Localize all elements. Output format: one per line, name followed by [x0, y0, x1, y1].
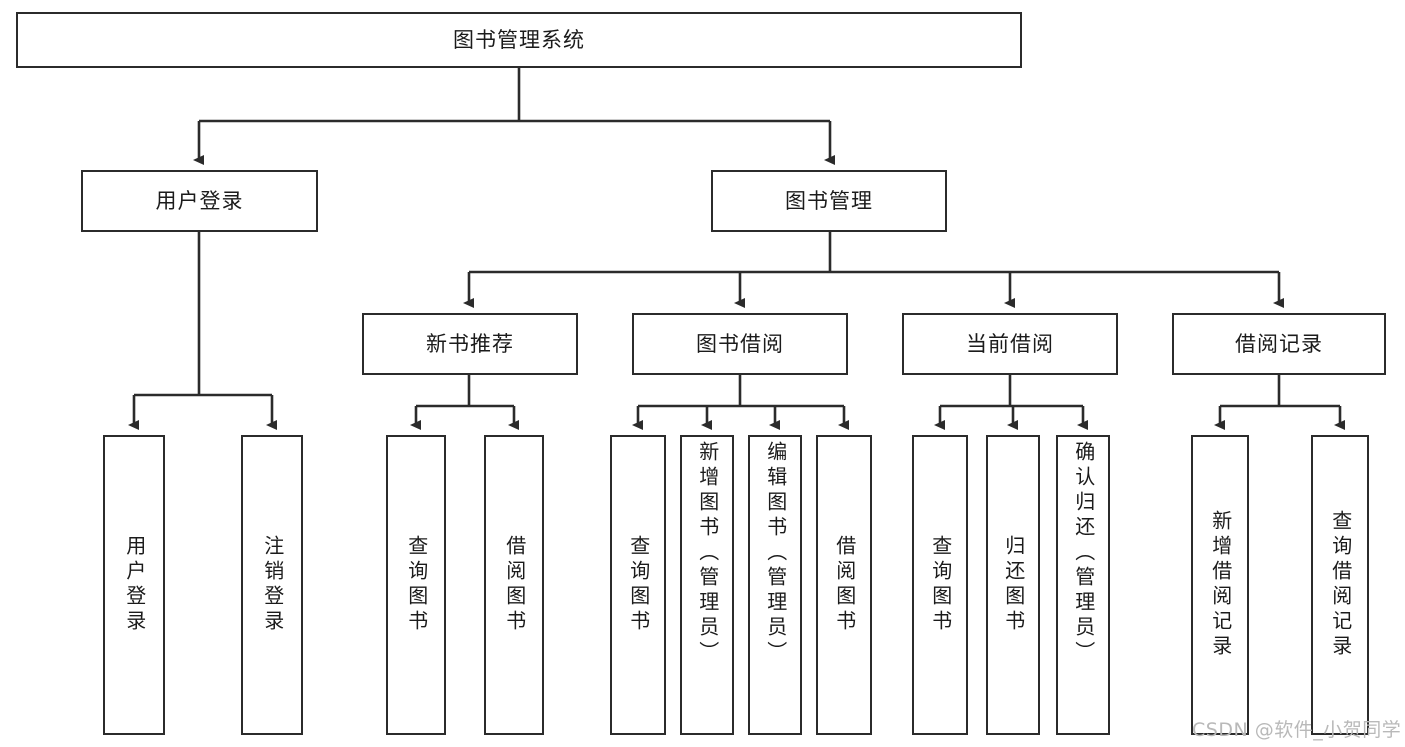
leaf-query-book-recommend[interactable]: 查询图书: [386, 435, 446, 735]
leaf-logout[interactable]: 注销登录: [241, 435, 303, 735]
leaf-confirm-return-admin[interactable]: 确认归还（管理员）: [1056, 435, 1110, 735]
leaf-query-book-borrow-label: 查询图书: [626, 535, 651, 635]
leaf-borrow-book-recommend-label: 借阅图书: [502, 535, 527, 635]
leaf-borrow-book-recommend[interactable]: 借阅图书: [484, 435, 544, 735]
leaf-user-login-label: 用户登录: [122, 535, 147, 635]
leaf-edit-book-admin[interactable]: 编辑图书（管理员）: [748, 435, 802, 735]
leaf-add-book-admin[interactable]: 新增图书（管理员）: [680, 435, 734, 735]
node-book-borrow[interactable]: 图书借阅: [632, 313, 848, 375]
leaf-add-borrow-record[interactable]: 新增借阅记录: [1191, 435, 1249, 735]
node-book-management[interactable]: 图书管理: [711, 170, 947, 232]
node-current-borrow-label: 当前借阅: [966, 331, 1054, 356]
node-borrow-record[interactable]: 借阅记录: [1172, 313, 1386, 375]
csdn-watermark: CSDN @软件_小贺同学: [1192, 719, 1402, 741]
node-root-label: 图书管理系统: [453, 27, 585, 52]
node-borrow-record-label: 借阅记录: [1235, 331, 1323, 356]
node-book-borrow-label: 图书借阅: [696, 331, 784, 356]
leaf-logout-label: 注销登录: [260, 535, 285, 635]
leaf-lend-book-label: 借阅图书: [832, 535, 857, 635]
leaf-query-book-recommend-label: 查询图书: [404, 535, 429, 635]
leaf-lend-book[interactable]: 借阅图书: [816, 435, 872, 735]
node-new-book-recommend[interactable]: 新书推荐: [362, 313, 578, 375]
node-book-management-label: 图书管理: [785, 188, 873, 213]
leaf-user-login[interactable]: 用户登录: [103, 435, 165, 735]
leaf-return-book[interactable]: 归还图书: [986, 435, 1040, 735]
leaf-add-book-admin-label: 新增图书（管理员）: [695, 441, 720, 666]
leaf-return-book-label: 归还图书: [1001, 535, 1026, 635]
leaf-query-book-current[interactable]: 查询图书: [912, 435, 968, 735]
leaf-query-borrow-record[interactable]: 查询借阅记录: [1311, 435, 1369, 735]
node-new-book-recommend-label: 新书推荐: [426, 331, 514, 356]
leaf-edit-book-admin-label: 编辑图书（管理员）: [763, 441, 788, 666]
node-current-borrow[interactable]: 当前借阅: [902, 313, 1118, 375]
leaf-query-book-borrow[interactable]: 查询图书: [610, 435, 666, 735]
leaf-query-book-current-label: 查询图书: [928, 535, 953, 635]
node-user-login-label: 用户登录: [155, 188, 244, 213]
leaf-query-borrow-record-label: 查询借阅记录: [1328, 510, 1353, 660]
node-root[interactable]: 图书管理系统: [16, 12, 1022, 68]
node-user-login[interactable]: 用户登录: [81, 170, 318, 232]
leaf-confirm-return-admin-label: 确认归还（管理员）: [1071, 441, 1096, 666]
leaf-add-borrow-record-label: 新增借阅记录: [1208, 510, 1233, 660]
